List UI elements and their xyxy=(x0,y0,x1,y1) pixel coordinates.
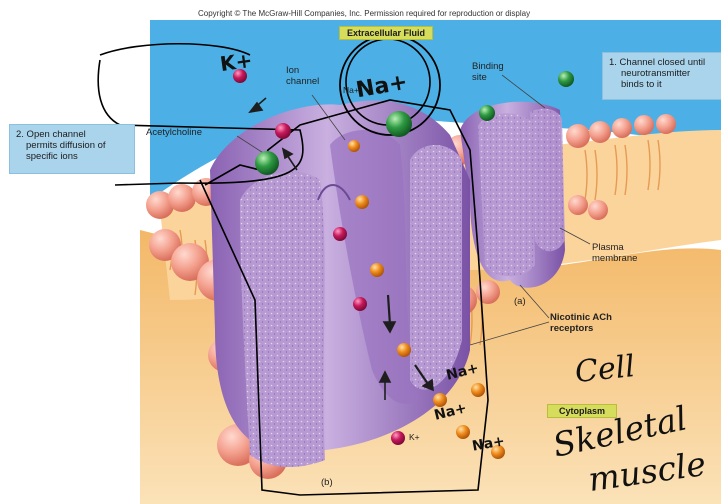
label-line: channel xyxy=(286,77,319,88)
handwritten-k-plus: K+ xyxy=(218,48,253,76)
label-line: site xyxy=(472,73,504,84)
acetylcholine-label: Acetylcholine xyxy=(146,128,202,139)
step-2-line: specific ions xyxy=(16,152,128,163)
label-line: receptors xyxy=(550,324,612,335)
nicotinic-receptors-label: Nicotinic ACh receptors xyxy=(550,313,612,335)
step-1-line: binds to it xyxy=(609,80,720,91)
copyright-notice: Copyright © The McGraw-Hill Companies, I… xyxy=(198,9,530,18)
panel-a-label: (a) xyxy=(514,297,526,308)
label-line: membrane xyxy=(592,254,637,265)
extracellular-fluid-label: Extracellular Fluid xyxy=(339,26,433,40)
acetylcholine-molecule xyxy=(558,71,574,87)
binding-site-label: Binding site xyxy=(472,62,504,84)
plasma-membrane-label: Plasma membrane xyxy=(592,243,637,265)
step-2-note: 2. Open channel permits diffusion of spe… xyxy=(9,124,135,174)
panel-b-label: (b) xyxy=(321,478,333,489)
k-ion-print-label: K+ xyxy=(409,433,420,443)
acetylcholine-molecule xyxy=(386,111,412,137)
step-1-note: 1. Channel closed until neurotransmitter… xyxy=(602,52,721,100)
acetylcholine-molecule xyxy=(255,151,279,175)
acetylcholine-molecule xyxy=(479,105,495,121)
handwritten-cell: Cell xyxy=(573,349,636,390)
ion-channel-label: Ion channel xyxy=(286,66,319,88)
